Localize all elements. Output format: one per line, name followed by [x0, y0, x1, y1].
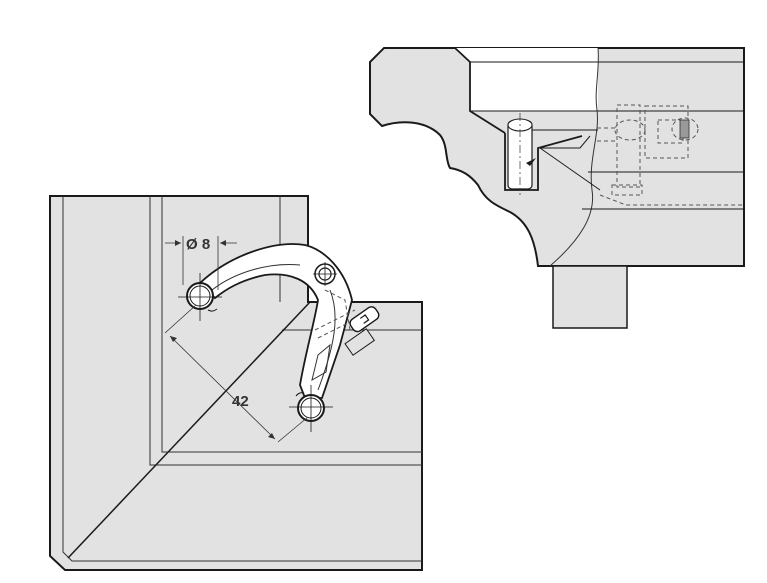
- dowel-pin: [507, 113, 536, 195]
- connector-arm-inner-line-2: [317, 289, 336, 391]
- frame-rim: [62, 196, 422, 562]
- plan-view: Ø 8 42: [49, 195, 423, 571]
- tension-screw: [344, 306, 380, 356]
- hole-bottom: [289, 385, 333, 432]
- table-leg: [552, 265, 628, 329]
- pivot-crosshair: [313, 262, 337, 286]
- mitre-line: [67, 301, 311, 559]
- diameter-label: Ø 8: [186, 236, 210, 253]
- connector-arm-inner-line: [211, 263, 301, 291]
- slot-channel: [504, 133, 583, 191]
- profile-section: [369, 47, 745, 267]
- frame-rebate-outer: [149, 196, 422, 466]
- connector-arm-upper: [198, 243, 353, 399]
- frame-rebate-inner: [161, 196, 422, 453]
- profile-recess: [455, 48, 598, 111]
- dimension-diameter: Ø 8: [165, 236, 237, 290]
- frame-outer: [49, 195, 423, 571]
- dimension-spacing: 42: [164, 304, 309, 443]
- spacing-label: 42: [232, 393, 249, 410]
- hole-left: [178, 273, 222, 321]
- threaded-insert: [679, 119, 690, 139]
- break-line: [549, 47, 599, 267]
- connector-slot: [311, 343, 331, 382]
- corner-connector: [198, 243, 380, 399]
- section-view: [369, 47, 745, 329]
- hidden-connector: [597, 104, 744, 206]
